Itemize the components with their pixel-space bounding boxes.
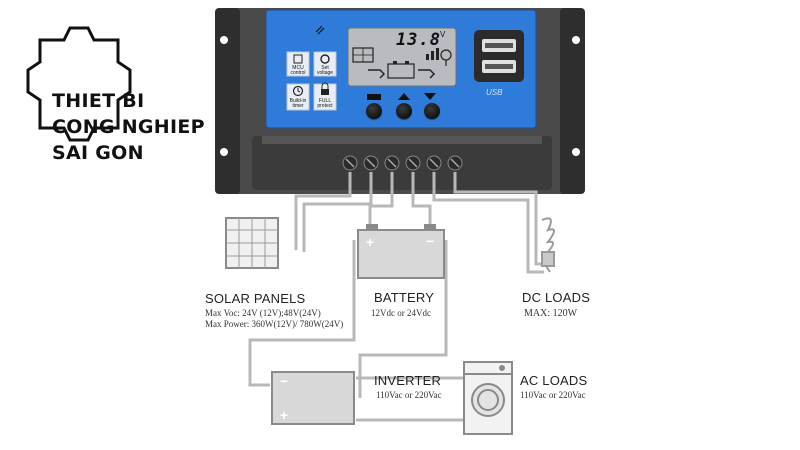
ac-loads-voltage: 110Vac or 220Vac	[520, 390, 586, 400]
svg-text:+: +	[280, 407, 288, 423]
usb-label: USB	[486, 88, 503, 97]
logo-line-2: CONG NGHIEP	[52, 116, 205, 138]
lcd-voltage-unit: V	[440, 30, 446, 39]
up-button[interactable]	[396, 103, 412, 119]
menu-button[interactable]	[366, 103, 382, 119]
feature-label-timer: Build-in timer	[289, 98, 307, 109]
washing-machine-icon	[463, 361, 513, 435]
svg-text:−: −	[280, 373, 288, 389]
logo-line-3: SAI GON	[52, 142, 144, 164]
light-bulb-icon	[541, 217, 555, 273]
down-button[interactable]	[424, 103, 440, 119]
solar-panel-icon	[225, 217, 279, 269]
feature-label-set-voltage: Set voltage	[316, 65, 334, 76]
battery-voltage: 12Vdc or 24Vdc	[371, 308, 431, 318]
wires	[248, 172, 544, 422]
lock-icon	[321, 89, 329, 95]
chip-icon	[293, 54, 303, 64]
settings-gear-icon	[320, 54, 330, 64]
solar-panels-power: Max Power: 360W(12V)/ 780W(24V)	[205, 319, 344, 329]
solar-panels-title: SOLAR PANELS	[205, 291, 306, 306]
ac-loads-title: AC LOADS	[520, 373, 588, 388]
feature-label-mcu: MCU control	[290, 65, 306, 76]
battery-icon: + −	[357, 224, 445, 279]
inverter-voltage: 110Vac or 220Vac	[376, 390, 442, 400]
clock-icon	[292, 85, 304, 97]
feature-label-protect: FULL protect	[317, 98, 333, 109]
battery-title: BATTERY	[374, 290, 435, 305]
dc-loads-max: MAX: 120W	[524, 308, 578, 319]
gear-icon	[26, 26, 132, 142]
inverter-icon: − +	[271, 371, 355, 425]
logo-line-1: THIET BI	[52, 90, 145, 112]
svg-text:−: −	[426, 233, 434, 249]
svg-text:+: +	[366, 234, 374, 250]
dc-loads-title: DC LOADS	[522, 290, 591, 305]
solar-panels-voc: Max Voc: 24V (12V);48V(24V)	[205, 308, 321, 318]
lcd-voltage-value: 13.8	[396, 30, 441, 50]
charge-controller	[215, 8, 585, 194]
inverter-title: INVERTER	[374, 373, 442, 388]
